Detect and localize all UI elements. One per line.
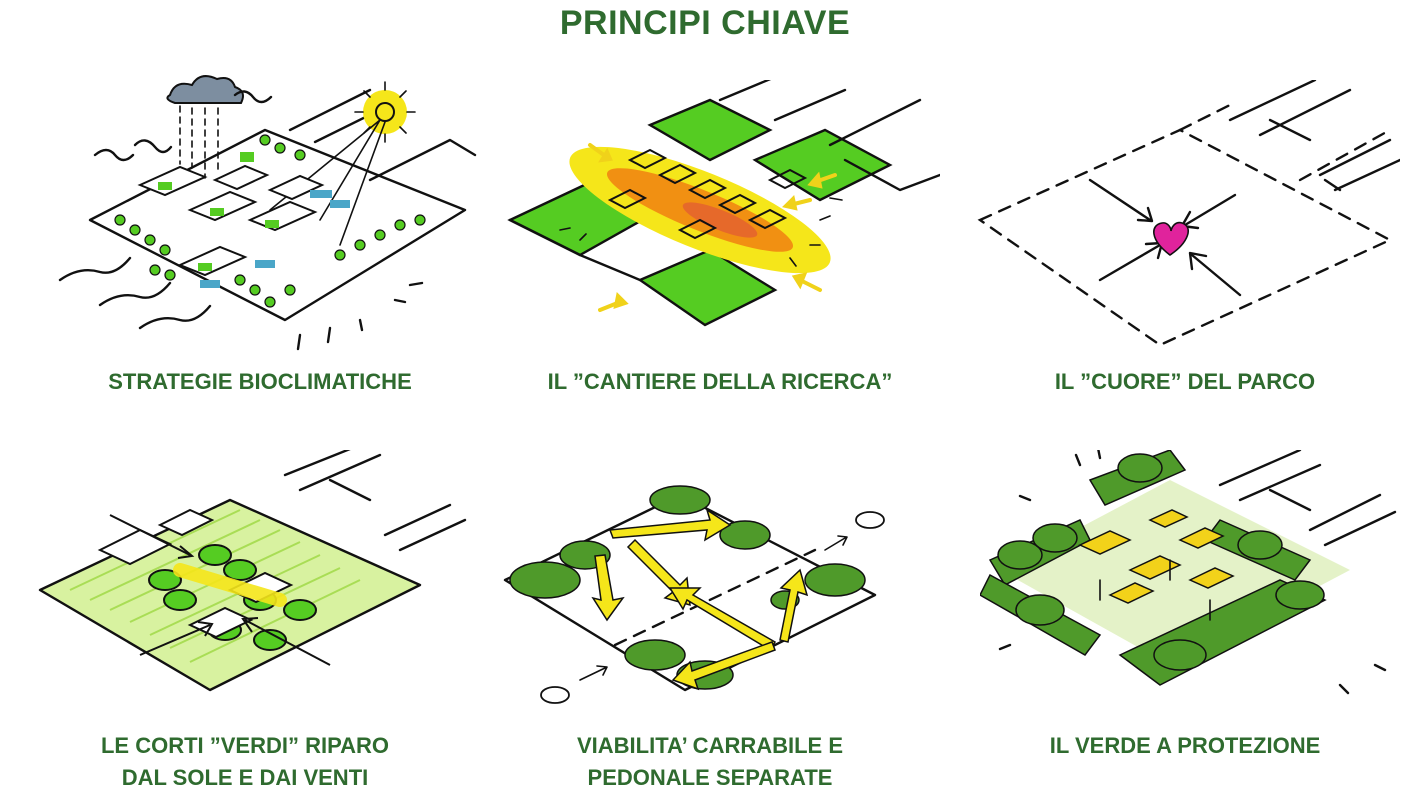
caption-line: IL ”CANTIERE DELLA RICERCA” (547, 369, 893, 394)
park-heart-sketch-icon (977, 80, 1400, 347)
separate-circulation-sketch-icon (503, 485, 885, 704)
panel-green-courtyards (30, 450, 470, 720)
panel-protective-green (980, 450, 1400, 720)
panel-research-site (500, 80, 940, 360)
panel-research-site-caption: IL ”CANTIERE DELLA RICERCA” (490, 366, 950, 398)
caption-line: STRATEGIE BIOCLIMATICHE (108, 369, 412, 394)
research-site-sketch-icon (507, 80, 940, 327)
panel-bioclimatic (40, 70, 480, 360)
green-courtyards-sketch-icon (38, 450, 467, 692)
panel-park-heart-caption: IL ”CUORE” DEL PARCO (970, 366, 1400, 398)
panel-bioclimatic-caption: STRATEGIE BIOCLIMATICHE (40, 366, 480, 398)
panel-green-courtyards-caption: LE CORTI ”VERDI” RIPARO DAL SOLE E DAI V… (20, 730, 470, 794)
panel-circulation (495, 470, 915, 720)
caption-line: PEDONALE SEPARATE (587, 765, 833, 790)
caption-line: VIABILITA’ CARRABILE E (576, 733, 844, 758)
caption-line: LE CORTI ”VERDI” RIPARO (100, 733, 390, 758)
panel-protective-green-caption: IL VERDE A PROTEZIONE (970, 730, 1400, 762)
page-title: PRINCIPI CHIAVE (559, 4, 851, 42)
protective-green-sketch-icon (980, 450, 1397, 695)
caption-line: DAL SOLE E DAI VENTI (121, 765, 369, 790)
caption-line: IL ”CUORE” DEL PARCO (1054, 369, 1316, 394)
panel-circulation-caption: VIABILITA’ CARRABILE E PEDONALE SEPARATE (490, 730, 930, 794)
panel-park-heart (970, 80, 1400, 360)
caption-line: IL VERDE A PROTEZIONE (1049, 733, 1321, 758)
bioclimatic-sketch-icon (58, 75, 477, 351)
